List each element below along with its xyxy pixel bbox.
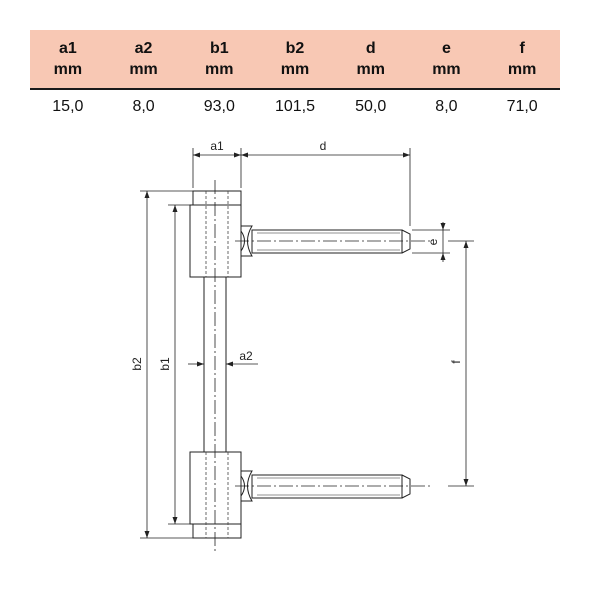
value-e: 8,0 <box>435 98 458 115</box>
label-e: e <box>426 238 440 245</box>
hinge-part <box>189 190 411 539</box>
value-b1: 93,0 <box>203 98 235 115</box>
center-lines <box>214 180 430 552</box>
label-d: d <box>320 139 327 153</box>
top-pin-tip <box>401 229 411 254</box>
dimension-lines <box>140 148 474 539</box>
value-f: 71,0 <box>506 98 538 115</box>
arrowheads <box>144 152 469 538</box>
value-a2: 8,0 <box>132 98 155 115</box>
label-b1: b1 <box>158 357 172 371</box>
value-d: 50,0 <box>355 98 387 115</box>
value-a1: 15,0 <box>52 98 84 115</box>
hidden-lines <box>205 191 229 538</box>
value-b2: 101,5 <box>274 98 316 115</box>
label-a1: a1 <box>210 139 224 153</box>
top-cap <box>192 190 242 206</box>
table-values-row: 15,0 8,0 93,0 101,5 50,0 8,0 71,0 <box>30 90 560 124</box>
bottom-pin-body <box>251 474 403 499</box>
bottom-knuckle <box>189 451 242 525</box>
label-a2: a2 <box>239 349 253 363</box>
bottom-cap <box>192 523 242 539</box>
top-knuckle <box>189 204 242 278</box>
bottom-pin-tip <box>401 474 411 499</box>
label-b2: b2 <box>130 357 144 371</box>
top-pin-body <box>251 229 403 254</box>
label-f: f <box>449 360 463 364</box>
